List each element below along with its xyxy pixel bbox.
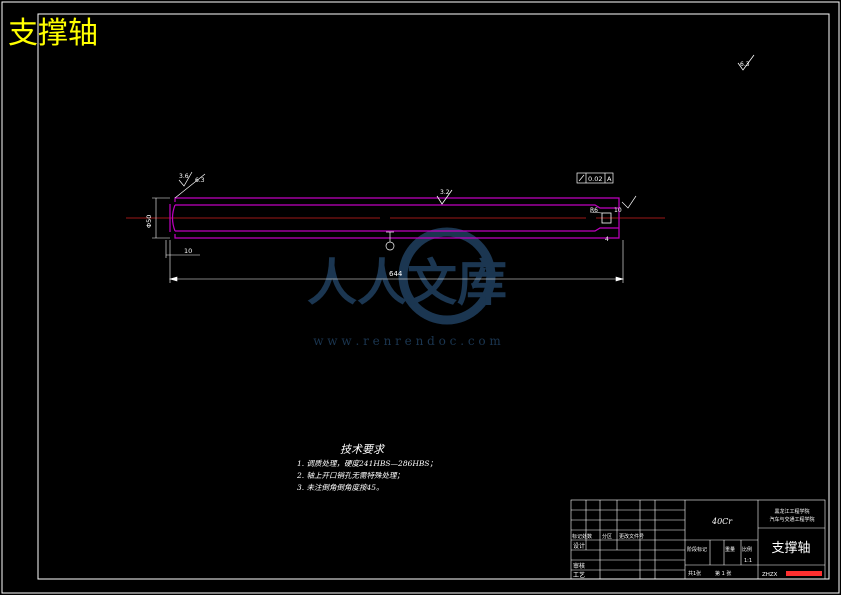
title-block-school-2: 汽车与交通工程学院 <box>769 516 814 523</box>
tech-requirement-3: 3. 未注倒角倒角度按45。 <box>297 483 384 492</box>
tech-requirements: 技术要求 1. 调质处理，硬度241HBS—286HBS； 2. 轴上开口销孔无… <box>296 443 437 492</box>
tech-requirement-2: 2. 轴上开口销孔无需特殊处理； <box>296 471 404 480</box>
shoulder-label: 10 <box>184 247 192 255</box>
title-block-school-1: 黑龙江工程学院 <box>774 508 809 515</box>
title-block <box>570 499 826 580</box>
watermark: 人人文库 w w w . r e n r e n d o c . c o m <box>307 227 507 348</box>
right-leader <box>589 211 603 214</box>
shaft-outline <box>169 197 620 239</box>
title-block-scale: 1:1 <box>744 558 752 564</box>
general-roughness-mark: 6.3 <box>737 54 755 71</box>
mark-label-scale: 比例 <box>742 546 752 553</box>
right-roughness-mark <box>621 195 637 209</box>
title-block-red-signature <box>786 571 822 576</box>
svg-text:6.3: 6.3 <box>740 61 750 68</box>
tech-requirements-heading: 技术要求 <box>340 443 386 456</box>
title-block-part-name: 支撑轴 <box>771 541 810 556</box>
title-block-material: 40Cr <box>711 517 733 526</box>
tolerance-datum: A <box>607 175 612 183</box>
total-length-dimension <box>168 240 625 283</box>
tolerance-value: 0.02 <box>588 175 602 183</box>
tech-requirement-1: 1. 调质处理，硬度241HBS—286HBS； <box>297 459 437 468</box>
pin-hole <box>601 212 612 224</box>
watermark-ring <box>398 227 496 325</box>
svg-text:3.2: 3.2 <box>440 189 450 196</box>
shoulder-dimension <box>165 240 200 258</box>
title-block-sheet-total: 共1张 <box>688 570 701 577</box>
roughness-label-left2: 6.3 <box>195 177 205 184</box>
datum-symbol <box>385 231 395 251</box>
watermark-url: w w w . r e n r e n d o c . c o m <box>313 334 501 348</box>
geometric-tolerance-frame: 0.02 A <box>576 172 614 184</box>
col-label-1: 标记处数 <box>572 533 592 540</box>
diameter-label: Φ50 <box>145 215 153 228</box>
watermark-brand: 人人文库 <box>307 254 507 312</box>
right-dimension-value: 10 <box>614 207 622 214</box>
roughness-label-left: 3.6 <box>179 173 189 180</box>
row-label-review: 审核 <box>573 562 585 570</box>
right-small-dimension: 4 <box>605 236 609 243</box>
diameter-dimension <box>152 197 170 239</box>
inner-frame <box>37 13 830 580</box>
col-label-2: 分区 <box>602 533 612 540</box>
drawing-title: 支撑轴 <box>8 16 98 51</box>
title-block-drawing-no: ZHZX <box>762 572 778 578</box>
row-label-design: 设计 <box>573 542 585 550</box>
row-label-process: 工艺 <box>573 571 585 579</box>
right-chamfer-label: R6 <box>590 207 598 214</box>
mark-label-weight: 重量 <box>725 546 735 553</box>
title-block-sheet-index: 第 1 张 <box>715 570 731 577</box>
mark-label-stage: 阶段标记 <box>687 546 707 553</box>
leader-top-left <box>174 171 206 199</box>
col-label-3: 更改文件号 <box>619 533 644 540</box>
total-length-label: 644 <box>389 270 403 278</box>
roughness-symbol-top: 3.2 <box>436 189 453 205</box>
